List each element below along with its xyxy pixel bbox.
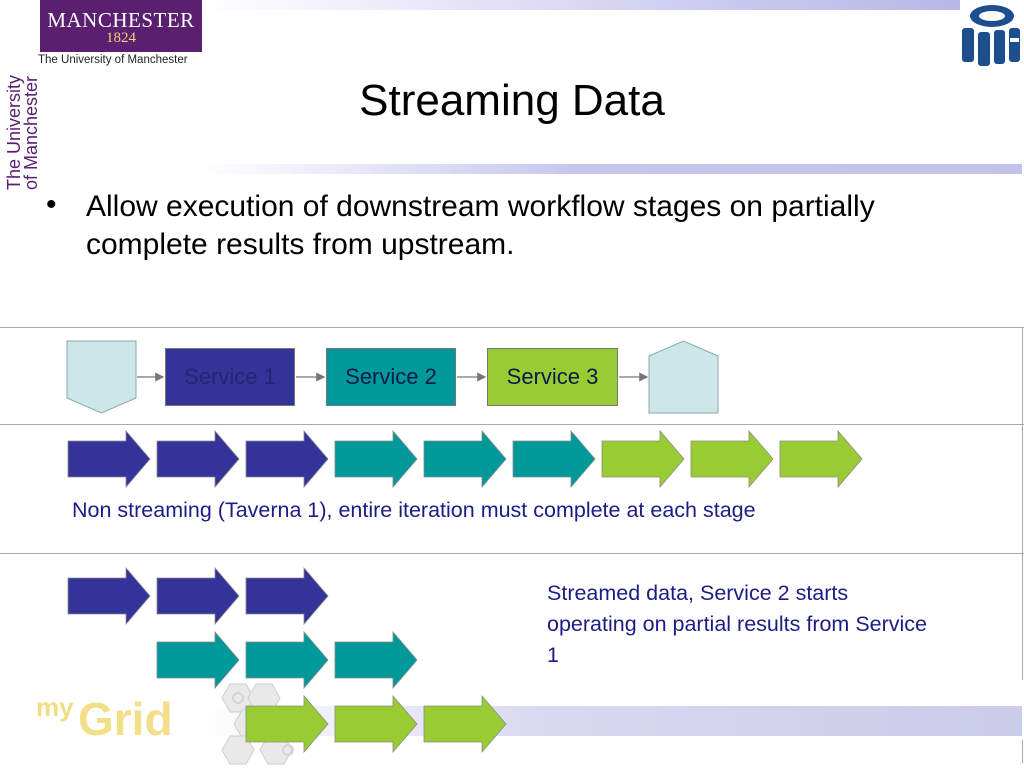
panel-border-top (0, 327, 1024, 328)
service-3-arrow (245, 694, 329, 754)
service-1-arrow (245, 429, 329, 489)
streaming-arrows (67, 566, 507, 754)
streaming-caption: Streamed data, Service 2 starts operatin… (547, 581, 928, 667)
mygrid-brand-word: Grid (78, 693, 173, 745)
service-2-arrow (156, 630, 240, 690)
service-2-box: Service 2 (326, 348, 456, 406)
service-2-arrow (245, 630, 329, 690)
panel-border-2 (0, 553, 1024, 554)
mii-logo-icon (962, 5, 1020, 66)
service-3-arrow (779, 429, 863, 489)
input-pentagon-icon (66, 340, 137, 414)
service-3-arrow (601, 429, 685, 489)
service-3-box: Service 3 (487, 348, 618, 406)
header-stripe-divider (200, 164, 1022, 174)
service-3-arrow (334, 694, 418, 754)
service-1-box: Service 1 (165, 348, 295, 406)
service-1-arrow (156, 429, 240, 489)
service-2-arrow (423, 429, 507, 489)
page-title: Streaming Data (359, 76, 665, 125)
bullet-marker: • (46, 188, 57, 221)
panel-border-right (1022, 327, 1023, 763)
service-1-arrow (67, 429, 151, 489)
panel-border-1 (0, 424, 1024, 425)
service-1-arrow (245, 566, 329, 626)
service-3-arrow (690, 429, 774, 489)
university-name-line: The University of Manchester (38, 54, 188, 66)
service-2-arrow (334, 429, 418, 489)
non-streaming-arrows (67, 429, 863, 489)
university-logo-year: 1824 (106, 30, 136, 46)
service-2-arrow (512, 429, 596, 489)
university-logo: MANCHESTER 1824 (40, 0, 202, 52)
service-2-arrow (334, 630, 418, 690)
service-1-arrow (156, 566, 240, 626)
service-3-arrow (423, 694, 507, 754)
workflow-connectors (137, 372, 649, 382)
service-1-arrow (67, 566, 151, 626)
university-logo-word: MANCHESTER (47, 8, 195, 32)
mygrid-brand-prefix: my (36, 692, 74, 722)
header-stripe-top (200, 0, 960, 10)
output-pentagon-icon (648, 340, 719, 414)
non-streaming-caption: Non streaming (Taverna 1), entire iterat… (72, 498, 756, 522)
bullet-text: Allow execution of downstream workflow s… (86, 190, 875, 261)
